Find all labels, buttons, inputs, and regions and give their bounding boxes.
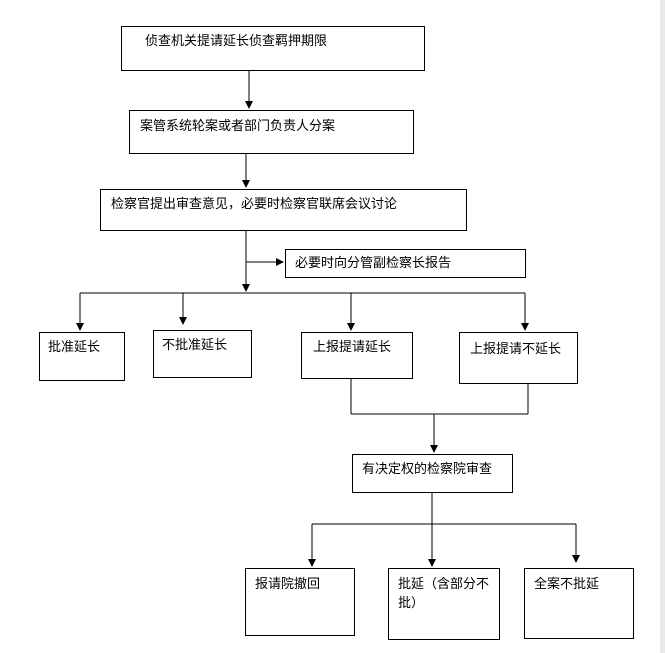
node-partial-approve: 批延（含部分不批） — [388, 568, 500, 640]
node-higher-review-text: 有决定权的检察院审查 — [362, 462, 493, 477]
node-full-reject-text: 全案不批延 — [534, 577, 600, 592]
node-submit-approve: 上报提请延长 — [301, 332, 413, 379]
node-submit-reject-text: 上报提请不延长 — [470, 342, 562, 357]
node-report-deputy: 必要时向分管副检察长报告 — [285, 249, 526, 278]
node-full-reject: 全案不批延 — [524, 568, 634, 639]
right-edge-strip — [660, 0, 665, 653]
node-assign-text: 案管系统轮案或者部门负责人分案 — [140, 119, 336, 134]
node-approve-text: 批准延长 — [48, 340, 101, 355]
node-review-text: 检察官提出审查意见，必要时检察官联席会议讨论 — [111, 197, 398, 212]
node-apply-text: 侦查机关提请延长侦查羁押期限 — [145, 34, 328, 49]
node-submit-approve-text: 上报提请延长 — [313, 340, 392, 355]
node-review: 检察官提出审查意见，必要时检察官联席会议讨论 — [100, 189, 467, 231]
node-withdraw: 报请院撤回 — [245, 568, 355, 636]
node-partial-approve-text: 批延（含部分不批） — [398, 577, 490, 611]
node-reject: 不批准延长 — [153, 330, 252, 378]
node-approve: 批准延长 — [39, 332, 125, 381]
node-withdraw-text: 报请院撤回 — [255, 577, 321, 592]
node-higher-review: 有决定权的检察院审查 — [352, 454, 513, 493]
node-report-deputy-text: 必要时向分管副检察长报告 — [295, 256, 452, 271]
node-reject-text: 不批准延长 — [162, 338, 228, 353]
node-apply: 侦查机关提请延长侦查羁押期限 — [121, 26, 425, 71]
node-submit-reject: 上报提请不延长 — [459, 332, 578, 384]
node-assign: 案管系统轮案或者部门负责人分案 — [129, 110, 414, 154]
